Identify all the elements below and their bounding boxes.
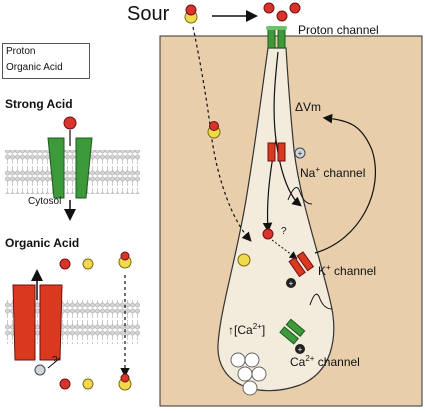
membrane-top bbox=[5, 150, 140, 194]
top-particles bbox=[184, 2, 301, 24]
na-channel-label: Na+ channel bbox=[300, 165, 366, 180]
vesicles bbox=[230, 352, 267, 396]
ca-channel-label: Ca2+ channel bbox=[290, 354, 360, 369]
k-channel-label: K+ channel bbox=[318, 263, 377, 278]
proton-channel-label: Proton channel bbox=[298, 23, 379, 37]
organic-acid-label: Organic Acid bbox=[5, 236, 80, 250]
title: Sour bbox=[127, 3, 170, 25]
strong-acid-label: Strong Acid bbox=[5, 97, 73, 111]
legend bbox=[2, 43, 90, 79]
cytosol-label: Cytosol bbox=[28, 196, 62, 207]
ca-ion bbox=[295, 344, 305, 354]
na-channel bbox=[267, 142, 286, 162]
delta-vm-label: ΔVm bbox=[295, 100, 322, 114]
na-ion bbox=[294, 147, 306, 159]
svg-text:+: + bbox=[298, 345, 303, 354]
legend-proton-label: Proton bbox=[6, 46, 36, 57]
svg-text:+: + bbox=[289, 279, 294, 288]
legend-organic-label: Organic Acid bbox=[6, 62, 63, 73]
cell-question: ? bbox=[281, 226, 287, 237]
ca-channel bbox=[279, 318, 306, 345]
feedback-arrow bbox=[314, 113, 376, 254]
proton-channel bbox=[266, 26, 287, 49]
organic-acid-path bbox=[192, 26, 252, 242]
left-question: ? bbox=[52, 355, 58, 366]
strong-acid-channel bbox=[47, 137, 93, 199]
k-ion bbox=[286, 278, 296, 288]
taste-cell bbox=[217, 47, 335, 392]
k-channel bbox=[288, 251, 315, 278]
na-spike bbox=[287, 187, 313, 205]
organic-acid-channel bbox=[12, 284, 63, 361]
svg-text:+: + bbox=[298, 149, 303, 158]
ca-level-label: ↑[Ca2+] bbox=[228, 322, 266, 337]
